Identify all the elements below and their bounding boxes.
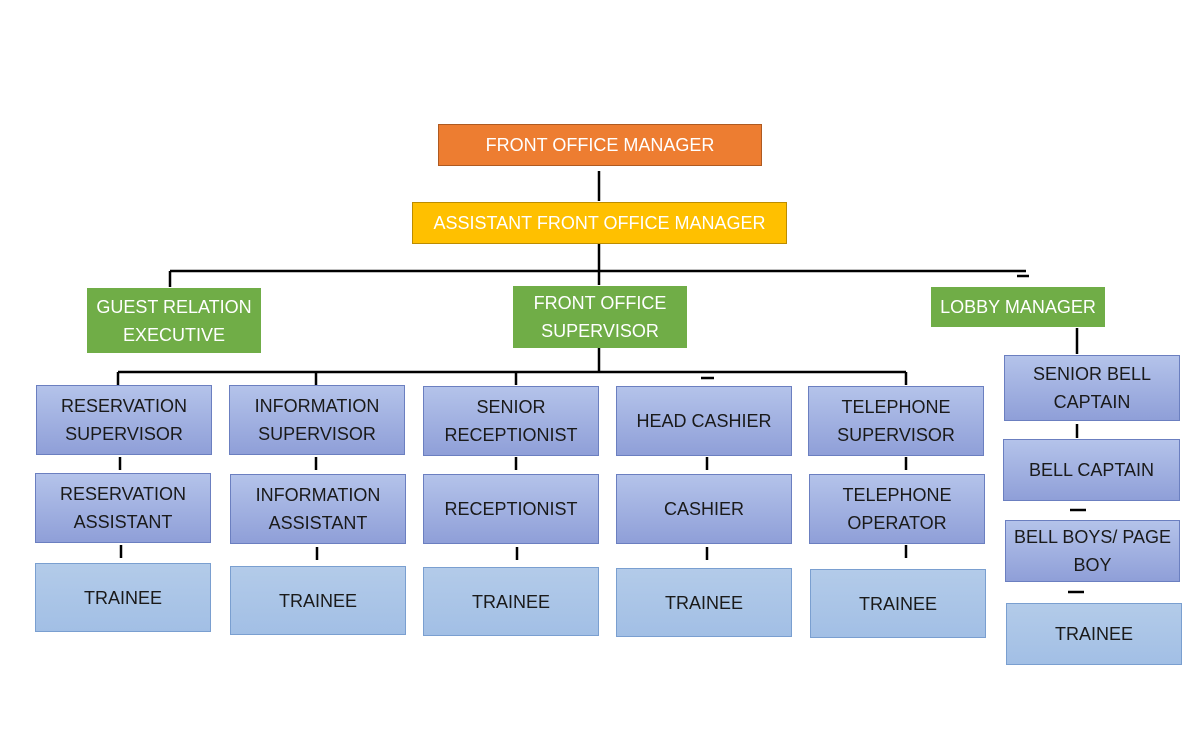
receptionist-box: RECEPTIONIST [423, 474, 599, 544]
senior-receptionist-label: SENIOR RECEPTIONIST [444, 397, 578, 445]
front-office-supervisor-label: FRONT OFFICE SUPERVISOR [533, 293, 667, 341]
head-cashier-label: HEAD CASHIER [636, 411, 772, 431]
lobby-manager-label: LOBBY MANAGER [940, 297, 1096, 317]
telephone-trainee-label: TRAINEE [858, 593, 937, 614]
reservation-supervisor-box: RESERVATION SUPERVISOR [36, 385, 212, 455]
front-office-manager-label: FRONT OFFICE MANAGER [485, 135, 715, 155]
information-trainee-label: TRAINEE [278, 590, 357, 611]
telephone-supervisor-box: TELEPHONE SUPERVISOR [808, 386, 984, 456]
cashier-trainee-label: TRAINEE [664, 592, 743, 613]
cashier-label: CASHIER [663, 499, 744, 519]
lobby-trainee-box: TRAINEE [1006, 603, 1182, 665]
reservation-trainee-box: TRAINEE [35, 563, 211, 632]
head-cashier-box: HEAD CASHIER [616, 386, 792, 456]
bell-boys-label: BELL BOYS/ PAGE BOY [1013, 527, 1172, 575]
senior-bell-captain-box: SENIOR BELL CAPTAIN [1004, 355, 1180, 421]
front-office-supervisor-box: FRONT OFFICE SUPERVISOR [513, 286, 687, 348]
reservation-assistant-box: RESERVATION ASSISTANT [35, 473, 211, 543]
information-trainee-box: TRAINEE [230, 566, 406, 635]
front-office-manager-box: FRONT OFFICE MANAGER [438, 124, 762, 166]
bell-captain-label: BELL CAPTAIN [1028, 460, 1155, 480]
receptionist-label: RECEPTIONIST [444, 499, 578, 519]
reservation-trainee-label: TRAINEE [83, 587, 162, 608]
receptionist-trainee-label: TRAINEE [471, 591, 550, 612]
bell-boys-box: BELL BOYS/ PAGE BOY [1005, 520, 1180, 582]
telephone-operator-label: TELEPHONE OPERATOR [842, 485, 952, 533]
receptionist-trainee-box: TRAINEE [423, 567, 599, 636]
cashier-box: CASHIER [616, 474, 792, 544]
bell-captain-box: BELL CAPTAIN [1003, 439, 1180, 501]
cashier-trainee-box: TRAINEE [616, 568, 792, 637]
senior-receptionist-box: SENIOR RECEPTIONIST [423, 386, 599, 456]
information-assistant-box: INFORMATION ASSISTANT [230, 474, 406, 544]
information-supervisor-box: INFORMATION SUPERVISOR [229, 385, 405, 455]
information-assistant-label: INFORMATION ASSISTANT [255, 485, 381, 533]
reservation-supervisor-label: RESERVATION SUPERVISOR [60, 396, 188, 444]
assistant-front-office-manager-label: ASSISTANT FRONT OFFICE MANAGER [433, 213, 766, 233]
telephone-operator-box: TELEPHONE OPERATOR [809, 474, 985, 544]
senior-bell-captain-label: SENIOR BELL CAPTAIN [1032, 364, 1152, 412]
assistant-front-office-manager-box: ASSISTANT FRONT OFFICE MANAGER [412, 202, 787, 244]
telephone-supervisor-label: TELEPHONE SUPERVISOR [837, 397, 955, 445]
lobby-manager-box: LOBBY MANAGER [931, 287, 1105, 327]
guest-relation-executive-label: GUEST RELATION EXECUTIVE [96, 296, 252, 345]
lobby-trainee-label: TRAINEE [1054, 624, 1133, 644]
information-supervisor-label: INFORMATION SUPERVISOR [254, 396, 380, 444]
telephone-trainee-box: TRAINEE [810, 569, 986, 638]
reservation-assistant-label: RESERVATION ASSISTANT [59, 484, 187, 532]
guest-relation-executive-box: GUEST RELATION EXECUTIVE [87, 288, 261, 353]
